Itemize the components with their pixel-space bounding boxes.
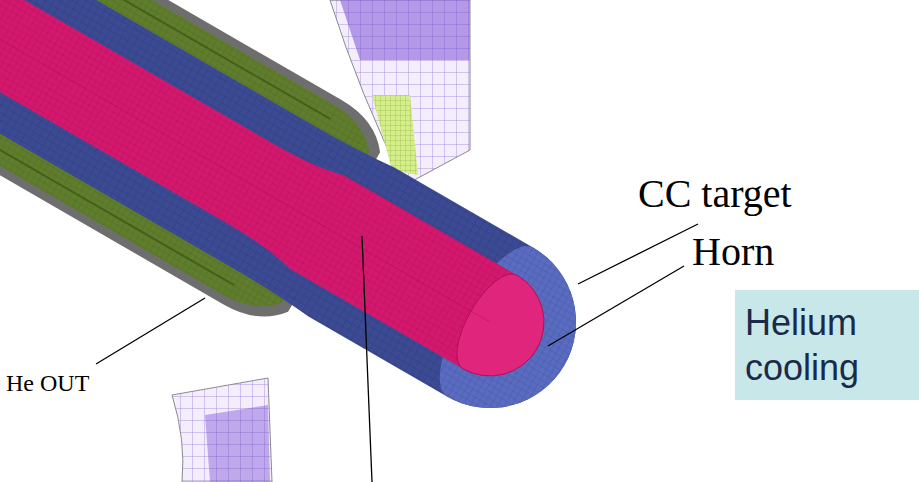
- part-label: Horn: [692, 228, 774, 275]
- leader-line: [362, 236, 372, 482]
- leader-line: [578, 224, 698, 284]
- part-label: He OUT: [6, 370, 89, 397]
- note-text: Helium cooling: [745, 300, 909, 390]
- leader-line: [96, 298, 205, 364]
- part-label: CC target: [638, 170, 792, 217]
- note-box: Helium cooling: [735, 290, 919, 400]
- leader-line: [548, 266, 684, 346]
